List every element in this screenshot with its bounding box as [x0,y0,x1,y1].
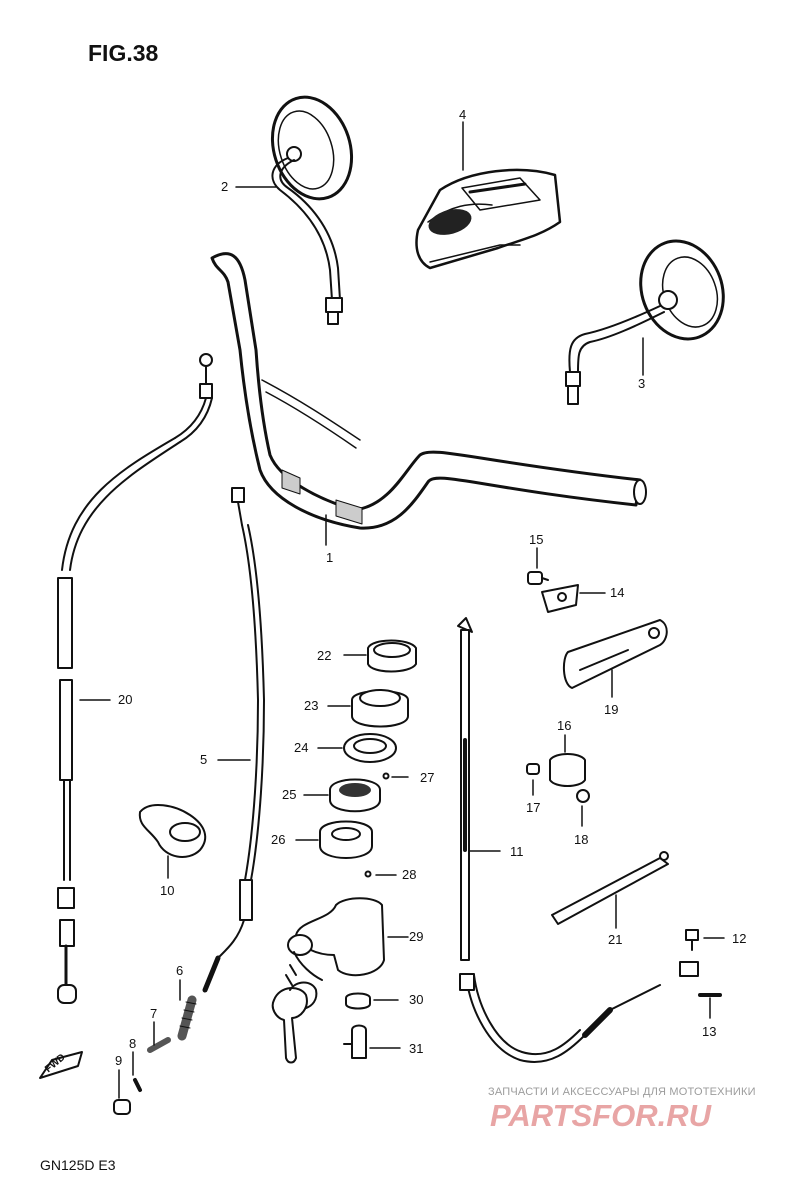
bracket-nut[interactable] [576,789,590,803]
callout-10: 10 [160,883,175,898]
adjuster-nut[interactable] [147,1037,171,1053]
callout-17: 17 [526,800,541,815]
callout-21: 21 [608,932,623,947]
mirror-right[interactable] [565,229,737,405]
connector-31[interactable] [343,1024,367,1059]
nut-30[interactable] [345,992,371,1010]
washer[interactable] [133,1078,142,1092]
front-brake-cable[interactable] [459,961,699,1063]
callout-11: 11 [510,844,524,859]
callout-25: 25 [282,787,297,802]
cable-end[interactable] [113,1099,131,1115]
callout-8: 8 [129,1036,137,1051]
throttle-cable[interactable] [202,487,265,993]
callout-4: 4 [459,107,467,122]
clutch-cable[interactable] [57,353,213,1004]
clutch-plate-bracket[interactable] [562,619,668,689]
fwd-arrow-icon [39,1051,83,1079]
ring-26[interactable] [319,820,373,859]
callout-3: 3 [638,376,646,391]
callout-15: 15 [529,532,544,547]
model-code: GN125D E3 [40,1157,116,1173]
callout-30: 30 [409,992,424,1007]
callout-1: 1 [326,550,334,565]
callout-23: 23 [304,698,319,713]
callout-19: 19 [604,702,619,717]
callout-28: 28 [402,867,417,882]
callout-18: 18 [574,832,589,847]
watermark-brand: PARTSFOR.RU [490,1098,712,1133]
clamp-bracket[interactable] [549,753,586,787]
cable-adjuster[interactable] [177,995,197,1041]
cable-clamp[interactable] [541,584,579,613]
handlebar[interactable] [210,252,647,530]
callout-22: 22 [317,648,332,663]
watermark-caption: ЗАПЧАСТИ И АКСЕССУАРЫ ДЛЯ МОТОТЕХНИКИ [488,1086,756,1098]
callout-24: 24 [294,740,309,755]
throttle-tube[interactable] [457,617,473,961]
callout-5: 5 [200,752,208,767]
callout-20: 20 [118,692,133,707]
figure-title: FIG.38 [88,40,159,66]
ring-22[interactable] [367,639,417,673]
mirror-left[interactable] [260,87,364,325]
clamp-screw[interactable] [527,571,549,585]
callout-14: 14 [610,585,625,600]
callout-26: 26 [271,832,286,847]
handle-grip[interactable] [138,804,207,858]
bolt[interactable] [685,929,699,951]
switch-housing[interactable] [415,168,562,270]
brake-rod[interactable] [551,851,669,925]
callout-6: 6 [176,963,184,978]
callout-7: 7 [150,1006,158,1021]
o-ring-27[interactable] [382,772,390,780]
callout-31: 31 [409,1041,424,1056]
callout-12: 12 [732,931,747,946]
bracket-screw[interactable] [526,763,540,775]
callout-16: 16 [557,718,572,733]
o-ring-28[interactable] [364,870,372,878]
ring-25[interactable] [329,778,381,813]
callout-2: 2 [221,179,229,194]
callout-27: 27 [420,770,435,785]
ring-24[interactable] [343,733,397,763]
callout-9: 9 [115,1053,123,1068]
callout-29: 29 [409,929,424,944]
ignition-switch[interactable] [271,897,385,1064]
callout-13: 13 [702,1024,717,1039]
ring-23[interactable] [351,689,409,728]
